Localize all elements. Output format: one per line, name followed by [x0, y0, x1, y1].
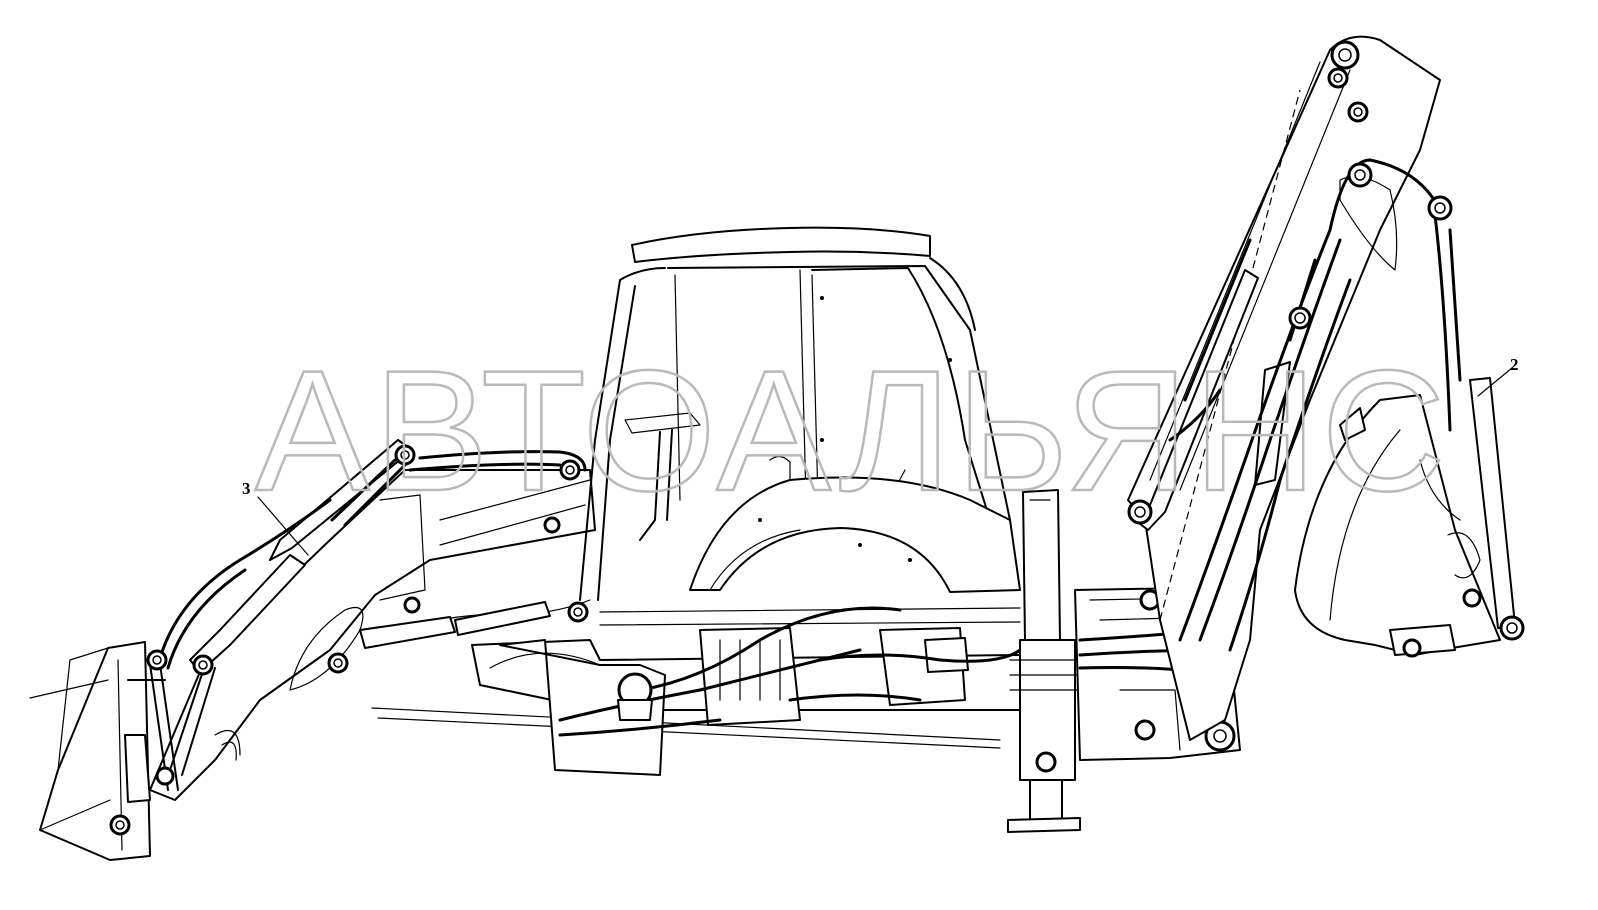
callout-2: 2 — [1477, 355, 1519, 397]
loader-pins — [109, 444, 589, 836]
backhoe-pins — [1127, 40, 1525, 658]
callout-2-label: 2 — [1510, 355, 1519, 374]
hydraulic-block — [558, 606, 1022, 737]
callout-3-label: 3 — [242, 479, 251, 498]
cab — [579, 226, 1011, 601]
backhoe-hoses — [1168, 158, 1442, 652]
loader-bucket — [29, 641, 151, 861]
loader-tilt-cylinder — [124, 663, 216, 803]
watermark-text: АВТОАЛЬЯНС — [255, 335, 1449, 527]
fender — [689, 476, 1021, 593]
callout-3: 3 — [242, 479, 309, 556]
loader-hoses — [156, 450, 591, 670]
stabiliser-leg — [1007, 489, 1081, 833]
